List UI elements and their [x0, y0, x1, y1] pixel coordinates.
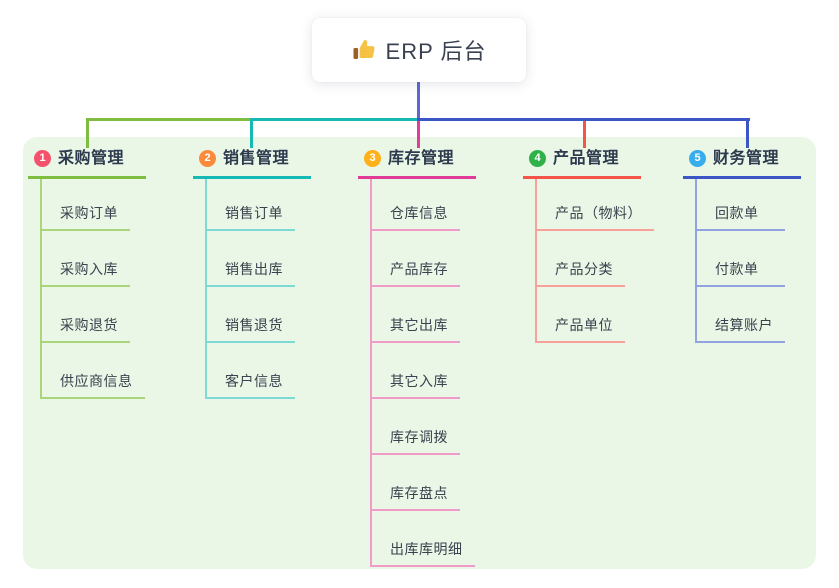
child-label: 结算账户 [715, 317, 773, 333]
connector-horizontal-sales [250, 118, 419, 121]
branch-title-node[interactable]: 1 采购管理 [28, 146, 146, 179]
child-node[interactable]: 其它入库 [372, 343, 460, 399]
branch-number-badge: 1 [34, 150, 51, 167]
branch-title-node[interactable]: 2 销售管理 [193, 146, 311, 179]
child-node[interactable]: 采购退货 [42, 287, 130, 343]
branch-label: 产品管理 [553, 150, 620, 167]
child-node[interactable]: 销售出库 [207, 231, 295, 287]
branch-number-badge: 2 [199, 150, 216, 167]
child-node[interactable]: 库存调拨 [372, 399, 460, 455]
connector-drop-product [583, 118, 586, 148]
child-label: 其它入库 [390, 373, 448, 389]
branch-children: 产品（物料） 产品分类产品单位 [535, 179, 654, 343]
branch-label: 采购管理 [58, 150, 125, 167]
connector-horizontal-purchase [86, 118, 253, 121]
child-node[interactable]: 产品库存 [372, 231, 460, 287]
child-label: 付款单 [715, 261, 759, 277]
connector-horizontal-finance [417, 118, 750, 121]
branch-number-badge: 4 [529, 150, 546, 167]
branch-children: 仓库信息产品库存其它出库其它入库库存调拨库存盘点出库库明细 [370, 179, 475, 567]
branch-title-node[interactable]: 3 库存管理 [358, 146, 476, 179]
branch-children: 回款单付款单结算账户 [695, 179, 785, 343]
child-label: 产品单位 [555, 317, 613, 333]
child-label: 供应商信息 [60, 373, 133, 389]
child-label: 回款单 [715, 205, 759, 221]
child-label: 采购退货 [60, 317, 118, 333]
root-title: ERP 后台 [385, 39, 487, 64]
background-panel [23, 137, 816, 569]
child-label: 库存调拨 [390, 429, 448, 445]
child-label: 采购订单 [60, 205, 118, 221]
child-node[interactable]: 采购入库 [42, 231, 130, 287]
child-label: 产品库存 [390, 261, 448, 277]
child-node[interactable]: 其它出库 [372, 287, 460, 343]
child-label: 产品（物料） [555, 205, 642, 221]
child-node[interactable]: 供应商信息 [42, 343, 145, 399]
child-node[interactable]: 产品分类 [537, 231, 625, 287]
child-node[interactable]: 结算账户 [697, 287, 785, 343]
child-label: 产品分类 [555, 261, 613, 277]
branch: 4 产品管理 产品（物料） 产品分类产品单位 [523, 146, 654, 343]
branch-title-node[interactable]: 5 财务管理 [683, 146, 801, 179]
branch-label: 财务管理 [713, 150, 780, 167]
connector-root-vertical [417, 82, 420, 121]
branch-children: 采购订单采购入库采购退货供应商信息 [40, 179, 145, 399]
root-node[interactable]: ERP 后台 [312, 18, 526, 82]
branch-number-badge: 3 [364, 150, 381, 167]
child-label: 仓库信息 [390, 205, 448, 221]
child-label: 销售退货 [225, 317, 283, 333]
connector-drop-sales [250, 118, 253, 148]
branch-number-badge: 5 [689, 150, 706, 167]
connector-drop-purchase [86, 118, 89, 148]
child-node[interactable]: 销售退货 [207, 287, 295, 343]
branch-title-node[interactable]: 4 产品管理 [523, 146, 641, 179]
child-label: 出库库明细 [390, 541, 463, 557]
child-label: 其它出库 [390, 317, 448, 333]
thumbs-up-icon [353, 40, 375, 59]
child-label: 销售订单 [225, 205, 283, 221]
branch-label: 销售管理 [223, 150, 290, 167]
child-label: 客户信息 [225, 373, 283, 389]
child-label: 销售出库 [225, 261, 283, 277]
child-label: 采购入库 [60, 261, 118, 277]
child-node[interactable]: 采购订单 [42, 179, 130, 231]
branch-label: 库存管理 [388, 150, 455, 167]
child-node[interactable]: 仓库信息 [372, 179, 460, 231]
child-node[interactable]: 产品（物料） [537, 179, 654, 231]
branch: 1 采购管理 采购订单采购入库采购退货供应商信息 [28, 146, 146, 399]
connector-drop-inventory [417, 121, 420, 148]
child-node[interactable]: 客户信息 [207, 343, 295, 399]
branch: 5 财务管理 回款单付款单结算账户 [683, 146, 801, 343]
child-node[interactable]: 销售订单 [207, 179, 295, 231]
child-node[interactable]: 库存盘点 [372, 455, 460, 511]
child-label: 库存盘点 [390, 485, 448, 501]
child-node[interactable]: 产品单位 [537, 287, 625, 343]
branch: 3 库存管理 仓库信息产品库存其它出库其它入库库存调拨库存盘点出库库明细 [358, 146, 476, 567]
child-node[interactable]: 付款单 [697, 231, 785, 287]
child-node[interactable]: 出库库明细 [372, 511, 475, 567]
child-node[interactable]: 回款单 [697, 179, 785, 231]
branch-children: 销售订单销售出库销售退货客户信息 [205, 179, 295, 399]
connector-drop-finance [746, 118, 749, 148]
branch: 2 销售管理 销售订单销售出库销售退货客户信息 [193, 146, 311, 399]
